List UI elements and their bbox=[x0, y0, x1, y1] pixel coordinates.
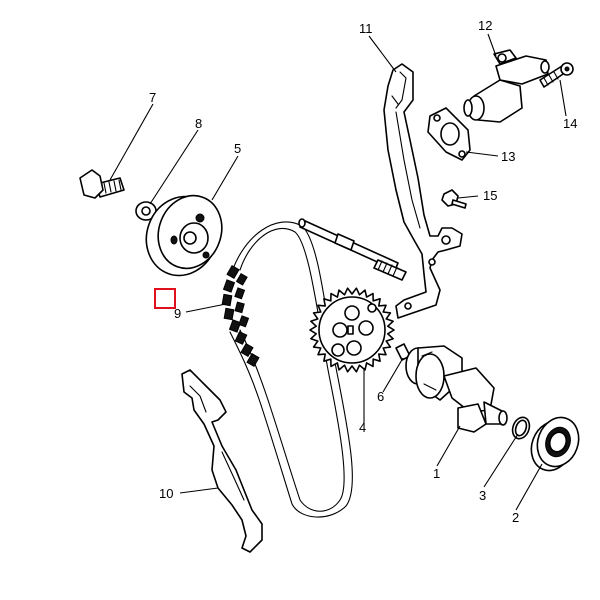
label-12: 12 bbox=[478, 18, 492, 33]
gasket-part-13[interactable] bbox=[427, 107, 471, 161]
label-7: 7 bbox=[149, 90, 156, 105]
label-14: 14 bbox=[563, 116, 577, 131]
timing-chain-part-9[interactable] bbox=[221, 221, 353, 518]
label-11: 11 bbox=[359, 21, 373, 36]
camshaft-part-1[interactable] bbox=[405, 345, 508, 433]
sprocket-part-4[interactable] bbox=[309, 287, 395, 373]
o-ring-part-3[interactable] bbox=[510, 415, 533, 441]
label-13: 13 bbox=[501, 149, 515, 164]
callout-labels: 1 2 3 4 5 6 7 8 9 10 11 12 13 14 15 bbox=[149, 18, 577, 525]
label-9: 9 bbox=[174, 306, 181, 321]
label-3: 3 bbox=[479, 488, 486, 503]
label-2: 2 bbox=[512, 510, 519, 525]
label-10: 10 bbox=[159, 486, 173, 501]
tensioner-part-12[interactable] bbox=[463, 49, 550, 123]
bolt-part-15[interactable] bbox=[441, 189, 467, 209]
bolt-part-7[interactable] bbox=[79, 169, 125, 199]
label-4: 4 bbox=[359, 420, 366, 435]
selection-highlight-box[interactable] bbox=[154, 288, 176, 309]
label-1: 1 bbox=[433, 466, 440, 481]
chain-links-dark bbox=[221, 264, 260, 368]
bolt-part-14[interactable] bbox=[539, 62, 574, 88]
leader-lines bbox=[109, 33, 567, 511]
bearing-part-2[interactable] bbox=[525, 412, 586, 477]
label-8: 8 bbox=[195, 116, 202, 131]
label-6: 6 bbox=[377, 389, 384, 404]
chain-guide-part-11[interactable] bbox=[383, 63, 463, 319]
label-5: 5 bbox=[234, 141, 241, 156]
chain-guide-part-10[interactable] bbox=[181, 369, 263, 553]
plate-part-5[interactable] bbox=[135, 186, 231, 285]
label-15: 15 bbox=[483, 188, 497, 203]
shaft bbox=[298, 218, 407, 281]
